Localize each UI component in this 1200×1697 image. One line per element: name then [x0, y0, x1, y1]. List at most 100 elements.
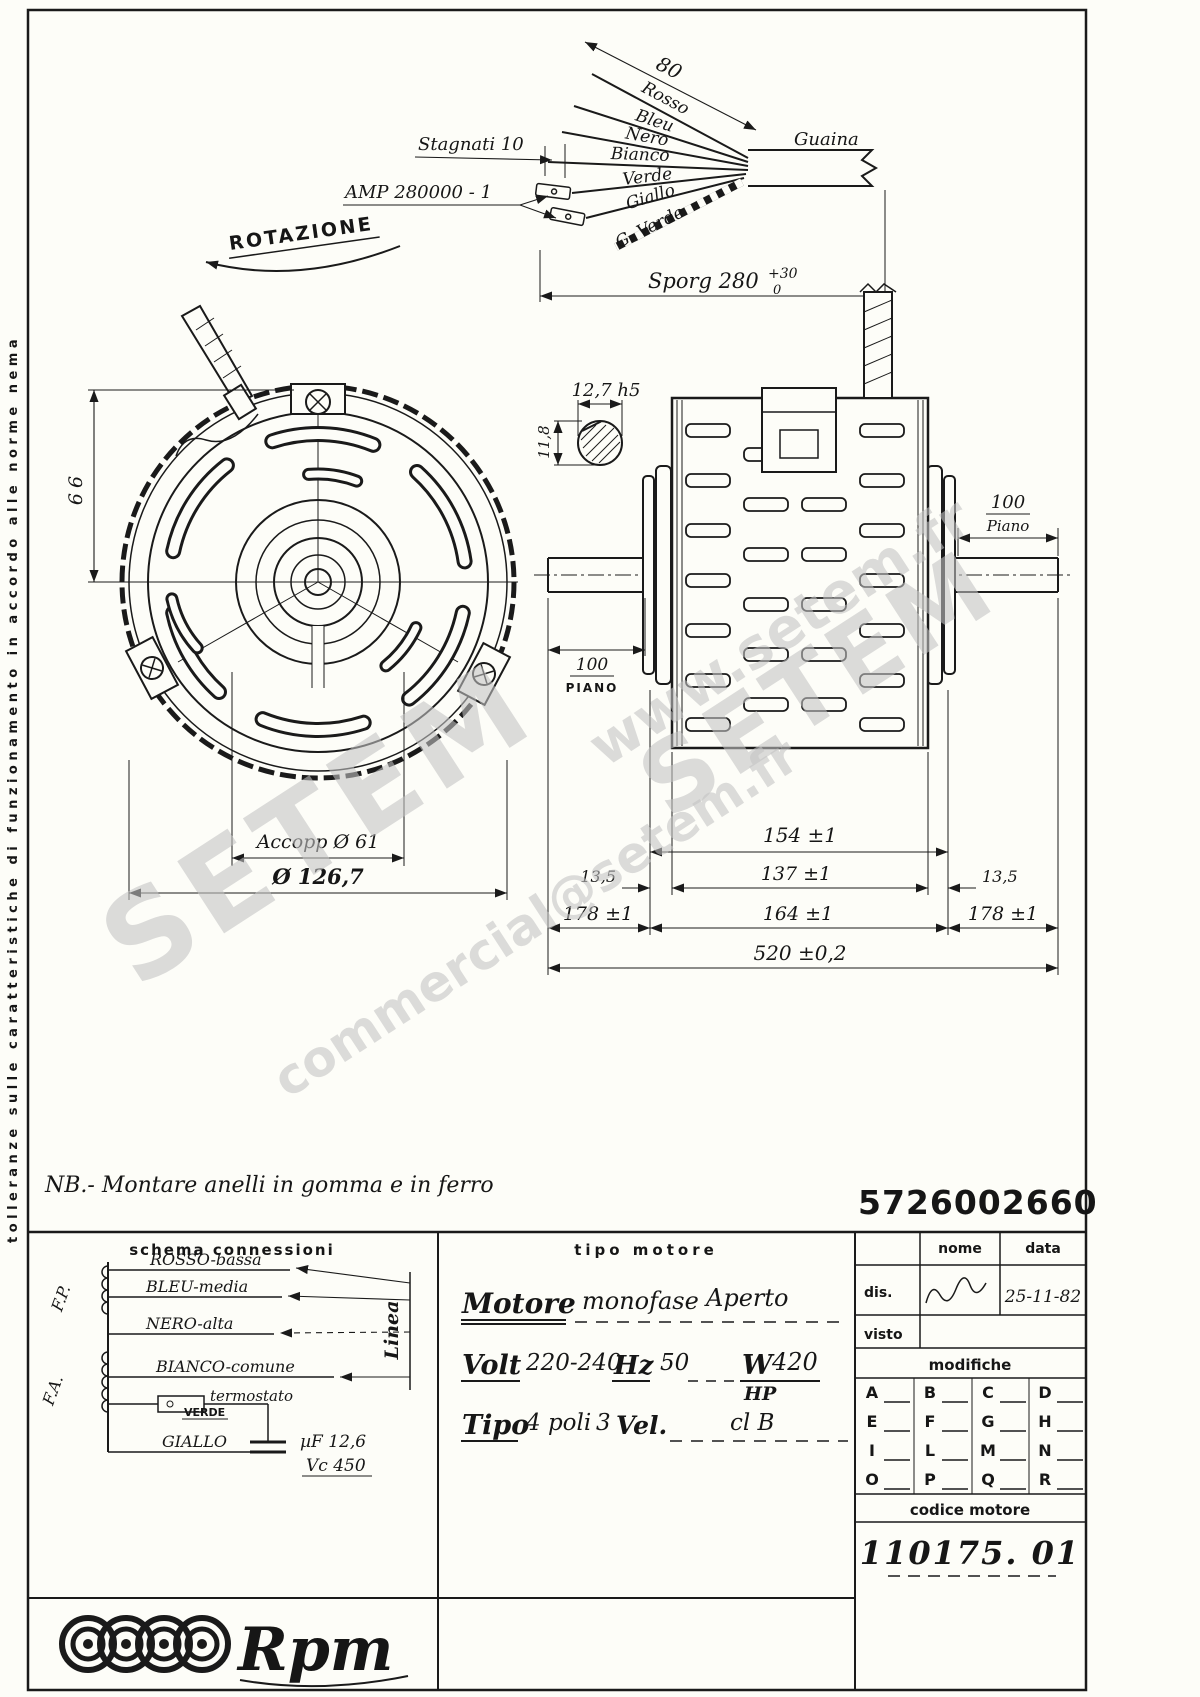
- logo-text: Rpm: [236, 1615, 393, 1685]
- rev-m: M: [980, 1441, 996, 1460]
- rotazione-group: ROTAZIONE: [228, 213, 380, 259]
- svg-text:PIANO: PIANO: [566, 681, 619, 695]
- dim-80-line: [584, 41, 757, 131]
- capacitor-symbol: [250, 1440, 286, 1454]
- stator-vent-slots: [685, 423, 905, 732]
- cable-diagram: Guaina Rosso Bleu Nero Bianco Verde Gial…: [205, 41, 886, 302]
- drawing-code: 5726002660: [858, 1183, 1098, 1222]
- modifiche-header: modifiche: [929, 1356, 1012, 1374]
- volt-value: 220-240: [525, 1350, 622, 1376]
- linea-label: Linea: [381, 1301, 403, 1361]
- rosso-label: ROSSO-bassa: [149, 1250, 262, 1269]
- lug-top: [290, 383, 346, 415]
- sheath-outline: [748, 149, 879, 187]
- verde-label: VERDE: [184, 1406, 225, 1419]
- amp-terminal-1: [534, 182, 572, 200]
- rev-f: F: [925, 1412, 936, 1431]
- terminal-box: [761, 387, 837, 473]
- rev-n: N: [1038, 1441, 1051, 1460]
- poli-value: 4 poli: [525, 1410, 591, 1436]
- dim-accopp: Accopp Ø 61: [231, 672, 405, 866]
- wire-bianco: [547, 161, 749, 171]
- bianco-label: BIANCO-comune: [155, 1357, 295, 1376]
- lug-bottom-right: [456, 641, 512, 707]
- w-label: W: [742, 1350, 775, 1381]
- rev-e: E: [867, 1412, 878, 1431]
- side-cable: [859, 282, 897, 399]
- motor-side-view: 100 Piano 100 PIANO 154 ±1 13,5: [534, 282, 1072, 975]
- revision-grid: A B C D E F G H I L M N O P Q R: [865, 1378, 1083, 1494]
- dim-diameter: Ø 126,7: [128, 760, 508, 900]
- stagnati-leader: [414, 155, 553, 165]
- dim-135-left-label: 13,5: [580, 867, 616, 886]
- coil-fa: [101, 1351, 109, 1413]
- tipo-label: Tipo: [462, 1410, 529, 1441]
- coil-fp: [101, 1265, 109, 1315]
- logo-underline: [239, 1675, 409, 1688]
- hp-label: HP: [743, 1383, 777, 1405]
- sporg-tol-plus: +30: [768, 266, 798, 282]
- nero-label: NERO-alta: [145, 1314, 233, 1333]
- cap-uf-label: µF 12,6: [300, 1432, 366, 1452]
- rev-r: R: [1039, 1470, 1051, 1489]
- vel-label: Vel.: [616, 1411, 667, 1440]
- date-value: 25-11-82: [1004, 1287, 1081, 1307]
- linea-leader-1: [295, 1265, 411, 1284]
- rpm-logo: Rpm: [59, 1615, 409, 1688]
- visto-label: visto: [864, 1327, 903, 1343]
- dim-137-label: 137 ±1: [761, 863, 831, 885]
- svg-text:Piano: Piano: [986, 517, 1030, 535]
- rev-i: I: [869, 1441, 875, 1460]
- dim-178-right-label: 178 ±1: [968, 903, 1038, 925]
- fp-label: F.P.: [47, 1283, 74, 1315]
- dim-135-right-label: 13,5: [982, 867, 1018, 886]
- dim-178-left-label: 178 ±1: [563, 903, 633, 925]
- data-header: data: [1025, 1241, 1061, 1257]
- rev-d: D: [1038, 1383, 1051, 1402]
- rotation-arrow: [205, 245, 401, 272]
- wire-gverde: [614, 178, 744, 251]
- watermarks: www.setem.fr SETEM SETEM commercial@sete…: [77, 485, 1016, 1109]
- dim-154-label: 154 ±1: [763, 823, 837, 847]
- page-frame: tolleranze sulle caratteristiche di funz…: [6, 8, 1088, 1692]
- dis-label: dis.: [864, 1285, 892, 1301]
- svg-text:11,8: 11,8: [535, 425, 553, 458]
- motor-info-block: tipo motore Motore monofase Aperto Volt …: [461, 1241, 848, 1442]
- vent-slots-inner: [165, 467, 423, 673]
- stagnati-label: Stagnati 10: [418, 134, 524, 155]
- dim-164-label: 164 ±1: [763, 903, 833, 925]
- sporg-label: Sporg 280: [648, 269, 759, 293]
- guaina-label: Guaina: [794, 129, 859, 150]
- rim-knurled: [119, 383, 517, 781]
- giallo-label: GIALLO: [162, 1432, 227, 1451]
- rev-o: O: [865, 1470, 879, 1489]
- vel-value: 3: [596, 1410, 611, 1436]
- svg-text:Accopp Ø 61: Accopp Ø 61: [255, 831, 380, 853]
- lug-bottom-left: [124, 635, 180, 701]
- rev-c: C: [982, 1383, 994, 1402]
- volt-label: Volt: [462, 1350, 522, 1381]
- motore-label: Motore: [461, 1287, 576, 1320]
- dim-520-label: 520 ±0,2: [753, 941, 846, 965]
- rev-h: H: [1038, 1412, 1051, 1431]
- svg-text:100: 100: [576, 655, 609, 675]
- codice-motore-header: codice motore: [910, 1501, 1030, 1519]
- mount-ring-left: [642, 465, 672, 685]
- dim-12-7: 12,7 h5: [572, 380, 641, 436]
- amp-terminal-2: [549, 206, 586, 227]
- vent-slots-outer: [165, 426, 473, 738]
- title-block: nome data dis. 25-11-82 visto modifiche …: [28, 1230, 1086, 1690]
- shaft-left: [547, 557, 645, 593]
- svg-text:12,7 h5: 12,7 h5: [572, 380, 641, 401]
- shaft-right: [952, 557, 1059, 593]
- wire-verde: [571, 173, 747, 194]
- logo-rings-icon: [59, 1615, 231, 1673]
- rev-g: G: [981, 1412, 994, 1431]
- connection-schema-block: schema connessioni F.P. F.A. ROSSO-bassa…: [38, 1241, 411, 1477]
- rev-a: A: [866, 1383, 879, 1402]
- schema-header: schema connessioni: [129, 1241, 335, 1259]
- dim-100-right: 100 Piano: [957, 492, 1059, 556]
- amp-label: AMP 280000 - 1: [343, 182, 492, 203]
- nb-note: NB.- Montare anelli in gomma e in ferro: [44, 1173, 494, 1198]
